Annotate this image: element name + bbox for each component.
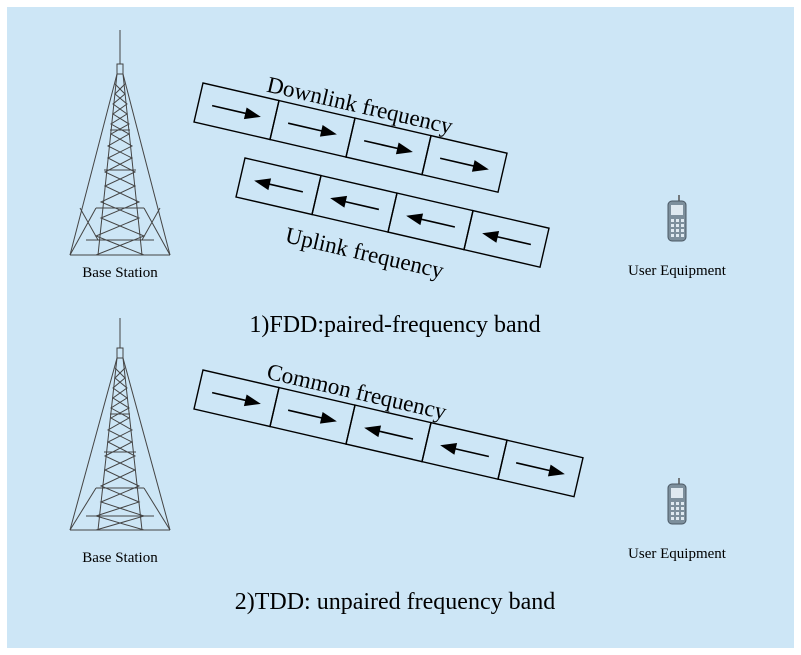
arrow-right-icon (439, 157, 489, 172)
arrow-right-icon (287, 409, 337, 424)
uplink-cells (235, 157, 550, 268)
mobile-phone-icon (667, 478, 687, 525)
arrow-right-icon (211, 104, 261, 120)
band-cell (463, 209, 550, 268)
arrow-left-icon (482, 231, 532, 246)
base-station-label: Base Station (82, 265, 158, 281)
arrow-left-icon (330, 195, 380, 211)
mobile-phone-icon (667, 195, 687, 242)
band-cell (497, 439, 584, 498)
arrow-right-icon (363, 139, 413, 155)
diagram-panel (7, 7, 794, 648)
arrow-left-icon (254, 178, 304, 193)
downlink-cells (193, 82, 508, 193)
fdd-caption: 1)FDD:paired-frequency band (249, 312, 540, 338)
arrow-left-icon (440, 443, 490, 458)
arrow-right-icon (211, 391, 261, 407)
base-station-label: Base Station (82, 550, 158, 566)
band-cell (421, 134, 508, 193)
arrow-left-icon (406, 213, 456, 228)
band-cell (421, 421, 508, 480)
user-equipment-label: User Equipment (628, 263, 727, 279)
tdd-caption: 2)TDD: unpaired frequency band (235, 589, 556, 615)
arrow-right-icon (287, 122, 337, 137)
user-equipment-label: User Equipment (628, 546, 727, 562)
radio-tower-icon (69, 318, 171, 531)
arrow-right-icon (515, 462, 565, 477)
common-cells (193, 369, 584, 498)
arrow-left-icon (364, 425, 414, 440)
radio-tower-icon (69, 30, 171, 256)
